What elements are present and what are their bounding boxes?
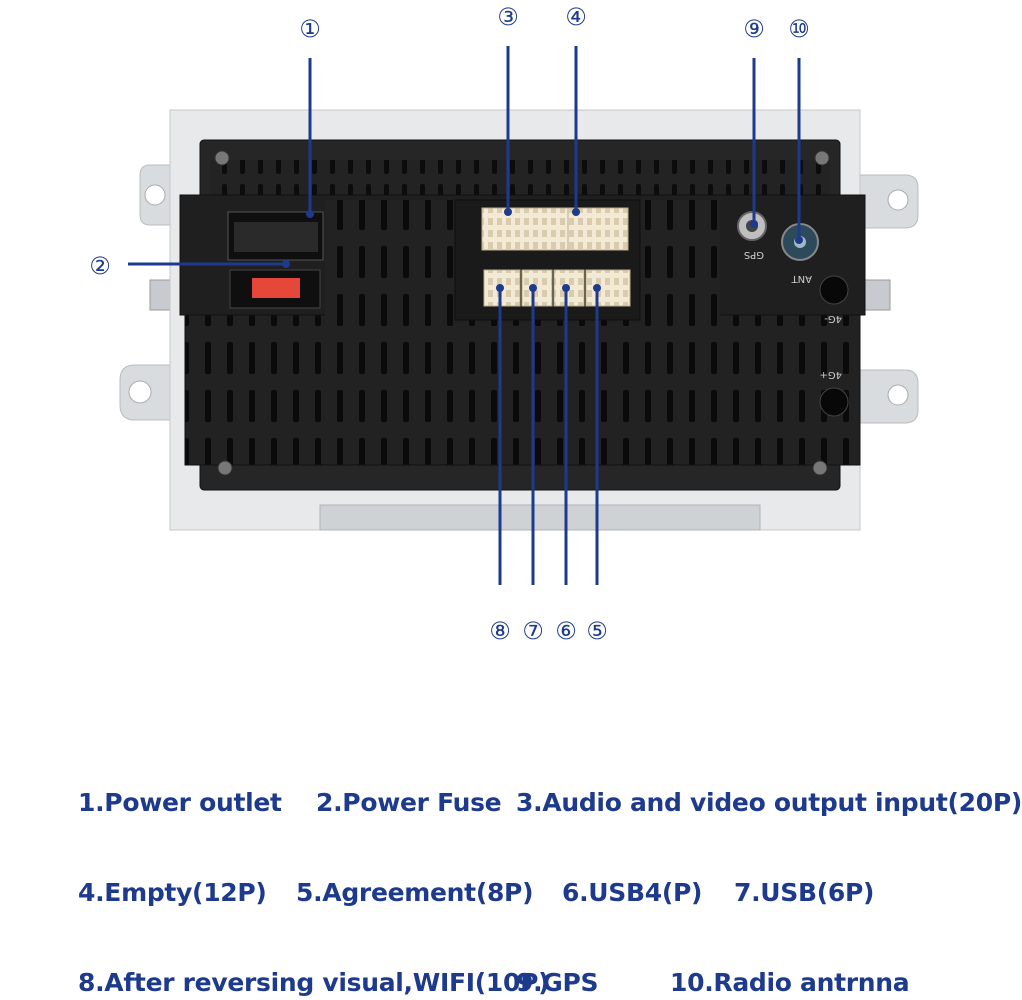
- callout-dot-1: [306, 210, 314, 218]
- callout-dot-10: [795, 236, 803, 244]
- callout-dot-5: [593, 284, 601, 292]
- callout-dot-9: [750, 220, 758, 228]
- av-io-connector-20p: [481, 207, 569, 251]
- device-chassis: [179, 139, 866, 491]
- callout-dots: [282, 208, 803, 292]
- power-fuse: [229, 269, 321, 309]
- power-outlet-connector: [227, 211, 324, 261]
- callout-number-2: ②: [89, 252, 111, 280]
- gps-label: GPS: [744, 249, 764, 260]
- callout-number-8: ⑧: [489, 617, 511, 645]
- callout-number-7: ⑦: [522, 617, 544, 645]
- connector-5-agreement: [585, 269, 631, 307]
- callout-number-4: ④: [565, 3, 587, 31]
- callout-dot-4: [572, 208, 580, 216]
- callout-number-3: ③: [497, 3, 519, 31]
- 4g-minus-label: 4G-: [824, 313, 842, 324]
- callout-number-1: ①: [299, 15, 321, 43]
- ant-label: ANT: [791, 273, 812, 284]
- callout-dot-6: [562, 284, 570, 292]
- callout-number-6: ⑥: [555, 617, 577, 645]
- callout-dot-3: [504, 208, 512, 216]
- 4g-ports: [819, 275, 849, 417]
- callout-dot-7: [529, 284, 537, 292]
- callout-number-9: ⑨: [743, 15, 765, 43]
- lower-connectors: [483, 269, 631, 307]
- callout-dot-2: [282, 260, 290, 268]
- callout-number-10: ⑩: [788, 15, 810, 43]
- callout-dot-8: [496, 284, 504, 292]
- 4g-plus-label: 4G+: [820, 369, 843, 380]
- callout-number-5: ⑤: [586, 617, 608, 645]
- callout-leaders: [128, 46, 801, 585]
